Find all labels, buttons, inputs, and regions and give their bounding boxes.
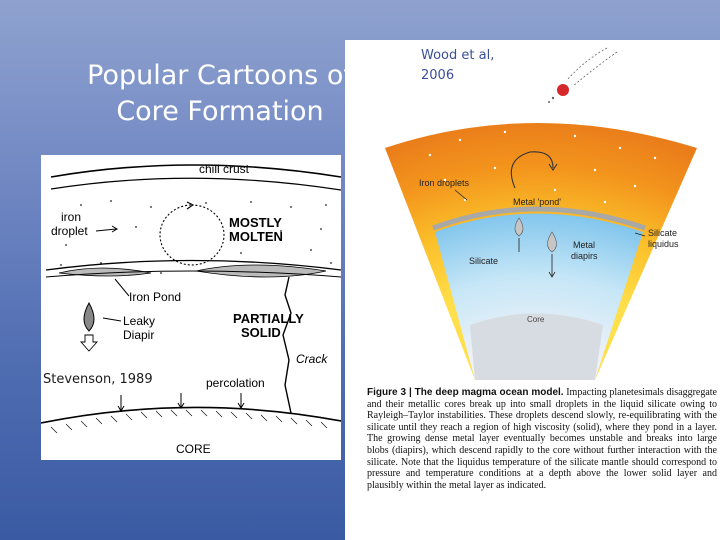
diapir-drop-2 <box>547 231 557 253</box>
core-boundary <box>41 406 341 424</box>
crack-line <box>282 276 292 414</box>
figure-caption: Figure 3 | The deep magma ocean model. I… <box>367 387 717 491</box>
convection-circle <box>159 204 225 266</box>
silicate-liquidus-label-2: liquidus <box>648 239 679 249</box>
mostly-molten-label-1: MOSTLY <box>229 215 282 230</box>
figure-caption-body: Impacting planetesimals disaggregate and… <box>367 387 717 491</box>
silicate-liquidus-label-1: Silicate <box>648 228 677 238</box>
impactor-trail <box>566 47 608 81</box>
iron-droplet-arrow <box>95 228 117 232</box>
magma-droplets <box>428 130 657 204</box>
pond-top-line <box>45 259 341 271</box>
convection-arrowhead <box>186 201 195 210</box>
iron-droplet-label-1: iron <box>61 210 81 224</box>
percolation-label: percolation <box>206 376 265 390</box>
silicate-label: Silicate <box>469 256 498 266</box>
leaky-diapir-drop <box>83 301 95 332</box>
leaky-diapir-label-2: Diapir <box>123 328 154 342</box>
crack-label: Crack <box>296 352 328 366</box>
magma-ocean-diagram: Iron droplets Metal 'pond' Metal diapirs… <box>385 47 697 380</box>
partially-solid-label-2: SOLID <box>241 325 281 340</box>
figure-caption-title: Figure 3 | The deep magma ocean model. <box>367 387 564 398</box>
iron-droplet-label-2: droplet <box>51 224 88 238</box>
metal-pond-label: Metal 'pond' <box>513 197 561 207</box>
partially-solid-label-1: PARTIALLY <box>233 311 304 326</box>
core-layer <box>470 313 603 380</box>
core-label: CORE <box>176 442 211 456</box>
droplet-dots <box>60 200 332 274</box>
wood-author-label: Wood et al, 2006 <box>421 48 495 83</box>
stevenson-figure: chill crust iron droplet MOSTLY MOLTEN I… <box>41 155 341 460</box>
stevenson-diagram: chill crust iron droplet MOSTLY MOLTEN I… <box>41 162 341 456</box>
metal-diapirs-label-2: diapirs <box>571 251 598 261</box>
metal-diapirs-label-1: Metal <box>573 240 595 250</box>
iron-droplets-label: Iron droplets <box>419 178 470 188</box>
iron-pond-label: Iron Pond <box>129 290 181 304</box>
pond-bottom-line <box>45 270 341 278</box>
diapir-drop-1 <box>514 217 524 237</box>
wood-figure-panel: Wood et al, 2006 <box>345 40 720 540</box>
metal-pond-layer <box>432 206 646 231</box>
chill-crust-outer <box>50 164 341 178</box>
slide-title: Popular Cartoons of Core Formation <box>87 60 353 127</box>
diapir-down-arrow <box>79 334 99 352</box>
iron-pond-arrow <box>114 278 130 297</box>
mostly-molten-label-2: MOLTEN <box>229 229 283 244</box>
stevenson-caption: Stevenson, 1989 <box>43 372 153 387</box>
chill-crust-inner <box>50 177 341 191</box>
core-label: Core <box>527 315 545 324</box>
core-hatching <box>50 409 328 434</box>
leaky-diapir-label-1: Leaky <box>123 314 155 328</box>
convection-arrow <box>510 151 554 189</box>
chill-crust-label: chill crust <box>199 162 250 176</box>
impactor-icon <box>557 84 569 96</box>
